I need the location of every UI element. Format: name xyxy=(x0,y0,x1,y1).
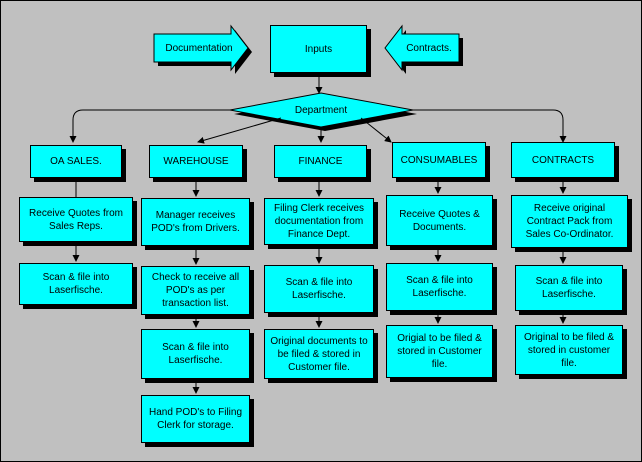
header-oa-sales: OA SALES. xyxy=(30,145,122,178)
connector-department-warehouse xyxy=(197,117,282,144)
contracts-step-3: Original to be filed & stored in custome… xyxy=(515,325,623,375)
header-consumables: CONSUMABLES xyxy=(392,142,486,178)
header-warehouse: WAREHOUSE xyxy=(149,145,243,178)
finance-step-3: Original documents to be filed & stored … xyxy=(264,329,374,379)
contracts-arrow-label: Contracts. xyxy=(406,42,452,54)
contracts-step-2: Scan & file into Laserfische. xyxy=(515,265,623,311)
connector-department-consumables xyxy=(360,117,392,143)
oa-sales-step-1: Receive Quotes from Sales Reps. xyxy=(19,197,133,242)
consumables-step-1: Receive Quotes & Documents. xyxy=(386,195,493,246)
contracts-arrow xyxy=(384,24,460,72)
finance-step-2: Scan & file into Laserfische. xyxy=(264,265,374,313)
contracts-step-1: Receive original Contract Pack from Sale… xyxy=(511,195,628,248)
oa-sales-step-2: Scan & file into Laserfische. xyxy=(19,263,133,305)
warehouse-step-2: Check to receive all POD's as per transa… xyxy=(141,266,250,315)
finance-step-1: Filing Clerk receives documentation from… xyxy=(264,198,374,245)
consumables-step-2: Scan & file into Laserfische. xyxy=(386,263,493,311)
warehouse-step-1: Manager receives POD's from Drivers. xyxy=(141,198,250,246)
header-contracts: CONTRACTS xyxy=(511,142,615,178)
documentation-arrow-label: Documentation xyxy=(165,42,233,54)
documentation-arrow xyxy=(153,24,249,72)
consumables-step-3: Origial to be filed & stored in Customer… xyxy=(386,325,493,378)
header-finance: FINANCE xyxy=(274,145,367,178)
connector-department-contracts xyxy=(413,109,567,143)
warehouse-step-3: Scan & file into Laserfische. xyxy=(141,329,250,379)
department-label: Department xyxy=(294,104,348,116)
inputs-box: Inputs xyxy=(270,25,367,73)
warehouse-step-4: Hand POD's to Filing Clerk for storage. xyxy=(141,395,250,443)
connector-department-oa-sales xyxy=(69,109,230,143)
